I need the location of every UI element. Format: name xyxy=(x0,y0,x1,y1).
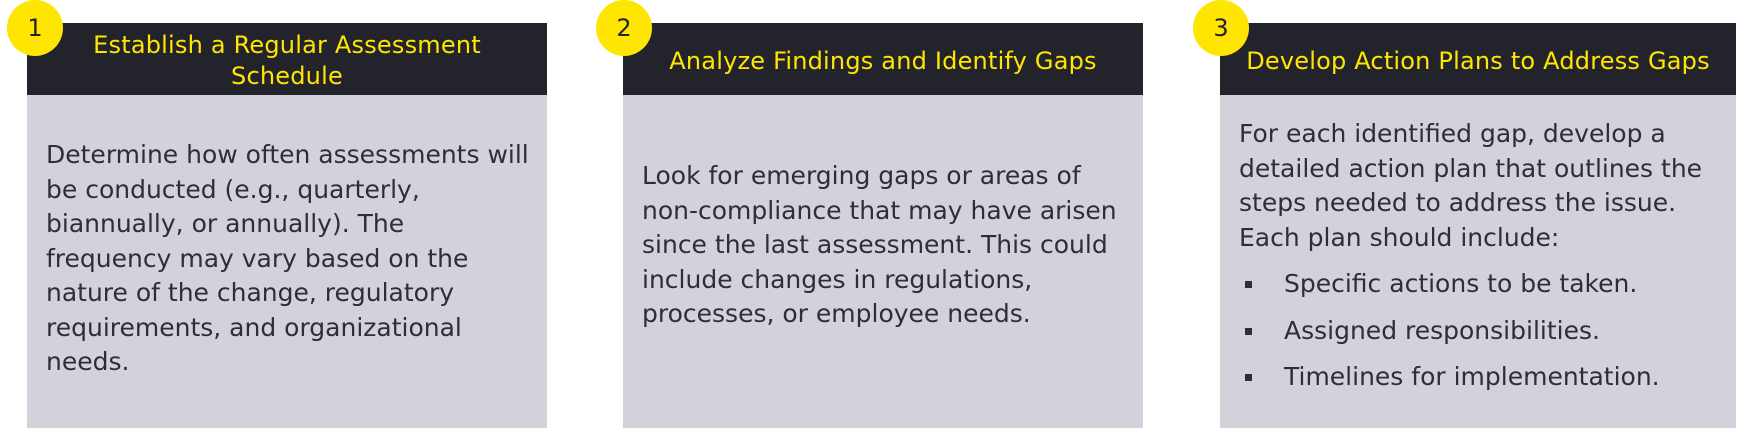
step-description: Look for emerging gaps or areas of non-c… xyxy=(642,161,1117,328)
list-item-text: Assigned responsibilities. xyxy=(1284,315,1600,345)
step-description: Determine how often assessments will be … xyxy=(46,140,529,376)
step-header: Analyze Findings and Identify Gaps xyxy=(623,23,1143,95)
step-number: 2 xyxy=(616,14,632,42)
step-header: Develop Action Plans to Address Gaps xyxy=(1220,23,1736,95)
step-number-badge: 1 xyxy=(7,0,63,56)
square-bullet-icon xyxy=(1245,374,1252,381)
action-plan-list: Specific actions to be taken. Assigned r… xyxy=(1239,267,1718,395)
step-number: 3 xyxy=(1213,14,1229,42)
step-content: For each identified gap, develop a detai… xyxy=(1239,117,1718,395)
step-description: For each identified gap, develop a detai… xyxy=(1239,119,1703,252)
step-card-schedule: Establish a Regular Assessment Schedule … xyxy=(27,23,547,428)
step-title: Develop Action Plans to Address Gaps xyxy=(1246,46,1710,75)
square-bullet-icon xyxy=(1245,327,1252,335)
list-item-text: Timelines for implementation. xyxy=(1284,362,1660,391)
step-number: 1 xyxy=(27,14,43,42)
step-title: Analyze Findings and Identify Gaps xyxy=(669,46,1097,75)
list-item-text: Specific actions to be taken. xyxy=(1284,269,1638,298)
step-header: Establish a Regular Assessment Schedule xyxy=(27,23,547,95)
list-item: Specific actions to be taken. xyxy=(1239,267,1718,302)
list-item: Assigned responsibilities. xyxy=(1239,314,1718,349)
step-number-badge: 3 xyxy=(1193,0,1249,56)
step-title: Establish a Regular Assessment Schedule xyxy=(93,31,481,90)
step-card-analyze: Analyze Findings and Identify Gaps Look … xyxy=(623,23,1143,428)
step-number-badge: 2 xyxy=(596,0,652,56)
list-item: Timelines for implementation. xyxy=(1239,360,1718,395)
step-card-action-plans: Develop Action Plans to Address Gaps For… xyxy=(1220,23,1736,428)
square-bullet-icon xyxy=(1245,281,1252,288)
